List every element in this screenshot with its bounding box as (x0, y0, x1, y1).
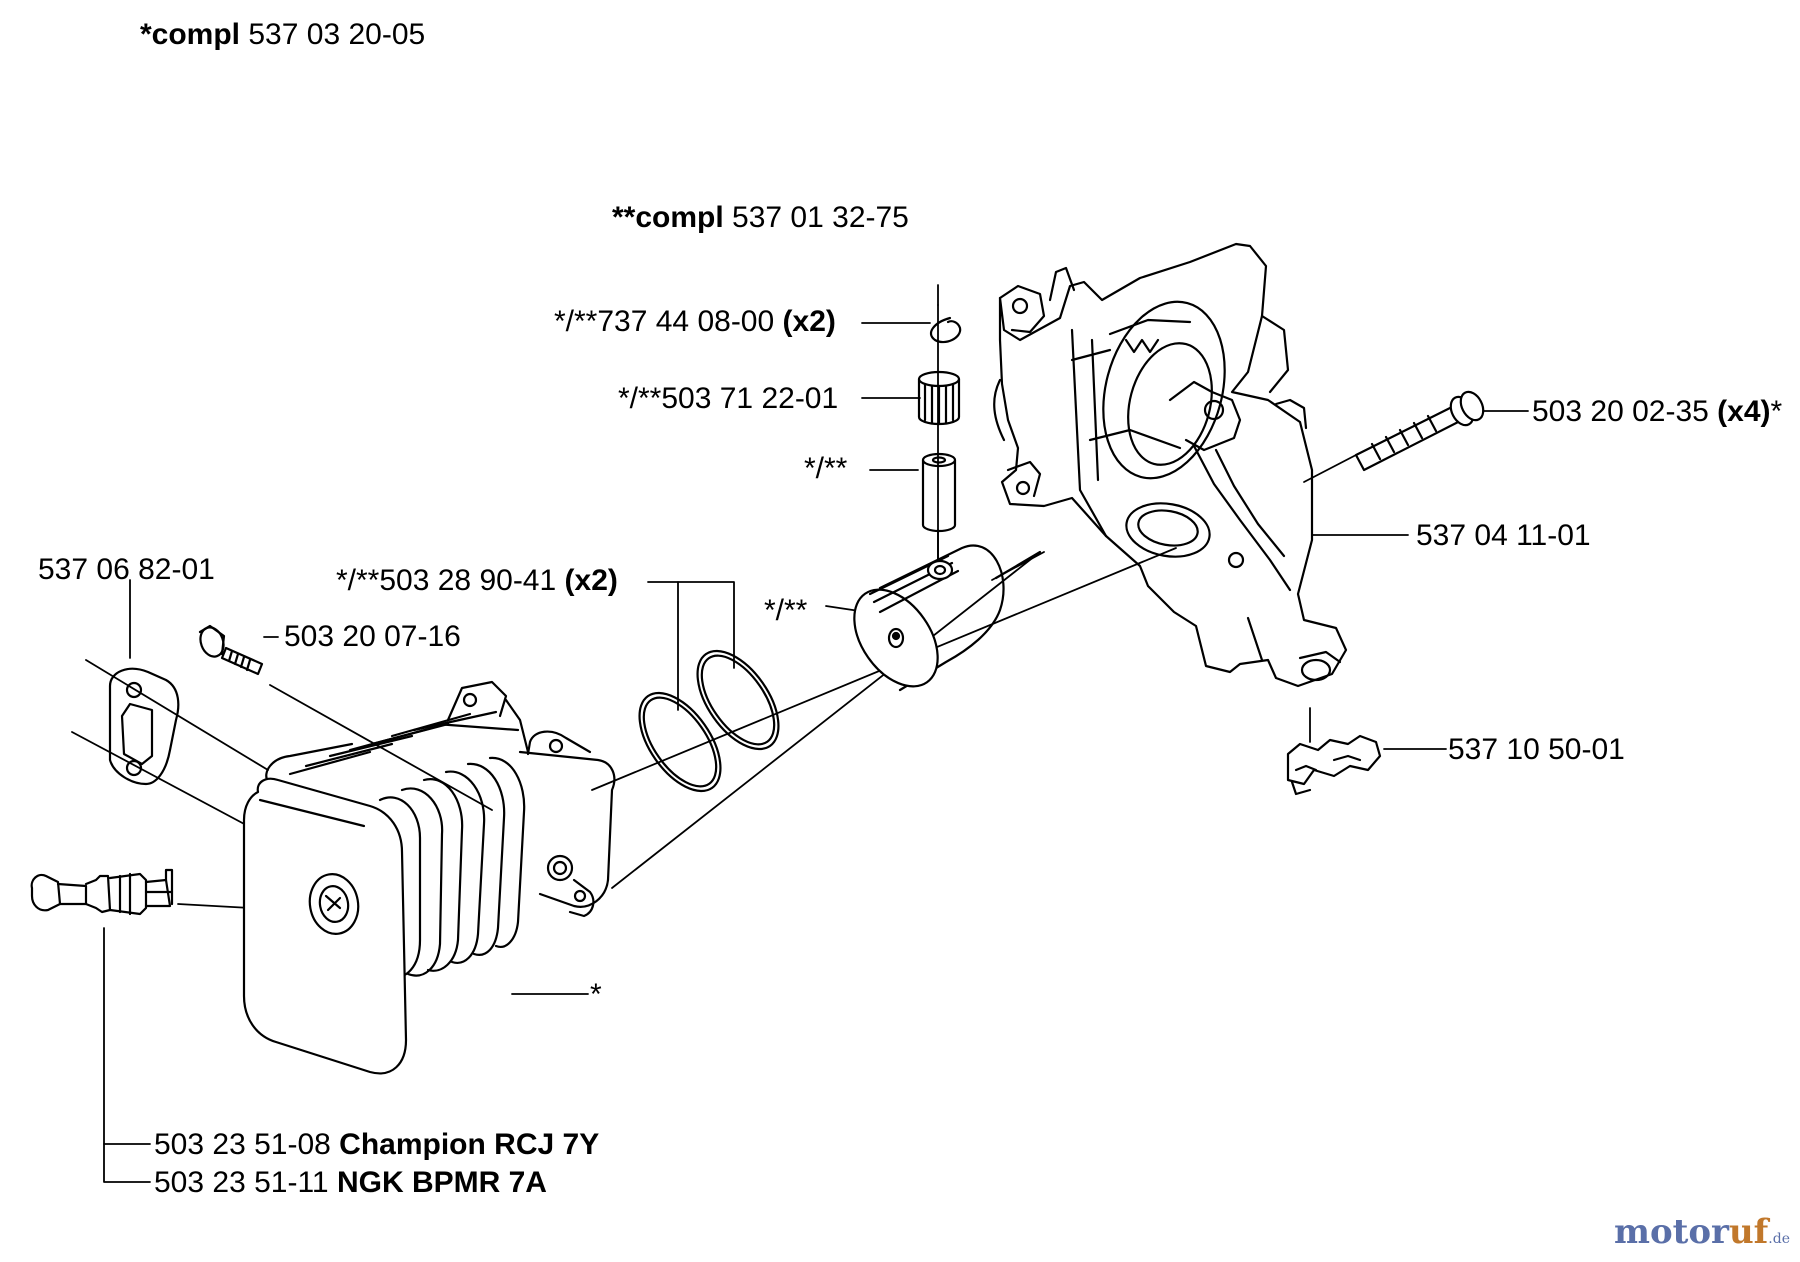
label-compl-sub: **compl 537 01 32-75 (612, 201, 909, 234)
piston-rings-part (638, 649, 780, 793)
circlip-part (929, 316, 962, 344)
spark-plug-part (30, 868, 174, 916)
exhaust-gasket-part (108, 667, 180, 786)
label-muffler-screw: 503 20 07-16 (284, 620, 461, 653)
crankcase-part (993, 242, 1348, 688)
piston-part (853, 544, 1042, 692)
label-piston: */** (764, 594, 808, 627)
label-crankcase: 537 04 11-01 (1416, 519, 1591, 552)
cylinder-part (242, 680, 616, 1075)
label-crankcase-screw: 503 20 02-35 (x4)* (1532, 395, 1783, 428)
label-needle-bearing: */**503 71 22-01 (618, 382, 839, 415)
label-cylinder: * (590, 978, 602, 1011)
label-clip: 537 10 50-01 (1448, 733, 1625, 766)
label-spark-plug-1: 503 23 51-08 Champion RCJ 7Y (154, 1128, 600, 1161)
label-spark-plug-2: 503 23 51-11 NGK BPMR 7A (154, 1166, 547, 1199)
label-circlip: */**737 44 08-00 (x2) (554, 305, 836, 338)
muffler-screw-part (198, 624, 264, 676)
needle-bearing-part (917, 370, 961, 426)
watermark-logo: motoruf.de (1613, 1212, 1790, 1252)
clip-part (1286, 734, 1382, 796)
label-piston-rings: */**503 28 90-41 (x2) (336, 564, 618, 597)
label-compl-main: *compl 537 03 20-05 (140, 18, 426, 51)
label-piston-pin: */** (804, 452, 848, 485)
crankcase-screw-part (1354, 390, 1485, 472)
label-exhaust-gasket: 537 06 82-01 (38, 553, 215, 586)
piston-pin-part (921, 452, 957, 533)
